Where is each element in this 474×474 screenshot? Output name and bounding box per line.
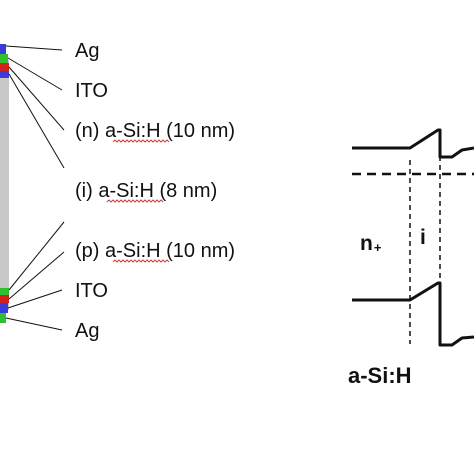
leader-line-i-layer	[8, 73, 65, 169]
bottom-p-layer	[0, 295, 9, 303]
leader-line-i-layer-bottom	[8, 221, 65, 291]
top-n-layer	[0, 63, 9, 71]
bottom-contact-layers	[0, 288, 9, 323]
leader-lines	[5, 45, 65, 331]
wafer-body	[0, 60, 9, 310]
leader-line-ito-bottom	[7, 289, 63, 309]
top-ito-layer	[0, 54, 8, 63]
bottom-ag-layer	[0, 313, 6, 323]
band-diagram: n+ i a-Si:H	[348, 128, 474, 388]
leader-line-ito-top	[7, 57, 63, 91]
i-region-label: i	[420, 226, 426, 249]
label-ito-top: ITO	[75, 80, 108, 102]
label-ito-bottom: ITO	[75, 280, 108, 302]
spellcheck-underline-p	[112, 259, 170, 263]
label-n-layer: (n) a-Si:H (10 nm)	[75, 120, 235, 142]
conduction-band-edge	[352, 128, 474, 159]
leader-line-ag-bottom	[5, 317, 63, 331]
layer-labels: Ag ITO (n) a-Si:H (10 nm) (i) a-Si:H (8 …	[75, 40, 235, 342]
top-ag-layer	[0, 44, 6, 54]
spellcheck-underlines	[106, 139, 170, 263]
label-ag-top: Ag	[75, 40, 99, 62]
n-region-label: n+	[360, 232, 382, 255]
label-ag-bottom: Ag	[75, 320, 99, 342]
leader-line-n-layer	[8, 66, 65, 131]
leader-line-p-layer	[8, 251, 65, 300]
bottom-ito-layer	[0, 303, 8, 313]
top-contact-layers	[0, 44, 9, 78]
leader-line-ag-top	[5, 45, 63, 51]
valence-band-edge	[352, 281, 474, 347]
spellcheck-underline-n	[112, 139, 170, 143]
label-i-layer: (i) a-Si:H (8 nm)	[75, 180, 217, 202]
layer-stack	[0, 44, 9, 323]
bottom-i-layer	[0, 288, 9, 295]
spellcheck-underline-i	[106, 199, 164, 203]
material-label: a-Si:H	[348, 363, 412, 388]
top-i-layer	[0, 71, 9, 78]
label-p-layer: (p) a-Si:H (10 nm)	[75, 240, 235, 262]
